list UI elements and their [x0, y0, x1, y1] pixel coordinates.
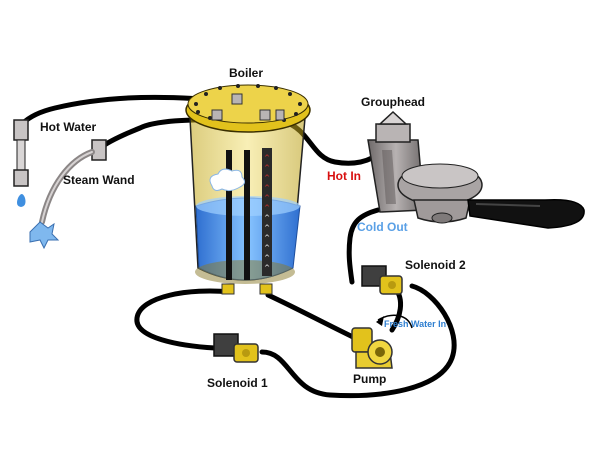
- pump: [351, 314, 413, 369]
- svg-text:^: ^: [264, 264, 270, 272]
- svg-text:^: ^: [264, 234, 270, 242]
- label-steam-wand: Steam Wand: [63, 173, 135, 187]
- steam-wand: [29, 139, 107, 250]
- hose-cold-out: [346, 207, 381, 285]
- steam-burst-icon: [29, 221, 60, 250]
- label-fresh-water-in: Fresh Water In: [384, 319, 447, 329]
- svg-text:^: ^: [264, 174, 270, 182]
- svg-text:^: ^: [264, 254, 270, 262]
- label-hot-water: Hot Water: [40, 120, 97, 134]
- hose-boiler-to-solenoid1: [134, 288, 233, 351]
- svg-text:^: ^: [264, 214, 270, 222]
- label-solenoid-1: Solenoid 1: [207, 376, 268, 390]
- heating-element: [262, 148, 272, 276]
- steam-puff: [209, 168, 246, 192]
- water-drop-icon: [17, 194, 26, 207]
- solenoid-2: [361, 265, 403, 295]
- svg-text:^: ^: [264, 224, 270, 232]
- svg-text:^: ^: [264, 184, 270, 192]
- svg-text:^: ^: [264, 204, 270, 212]
- hot-water-tap: [13, 119, 29, 207]
- hose-solenoid1-pump-loop: [259, 283, 457, 399]
- label-cold-out: Cold Out: [357, 220, 408, 234]
- hose-boiler-to-pump: [265, 292, 358, 341]
- svg-text:^: ^: [264, 194, 270, 202]
- hose-hot-water: [19, 94, 238, 127]
- grouphead: [367, 110, 585, 229]
- boiler: ^ ^ ^ ^ ^ ^ ^ ^ ^ ^ ^ ^: [185, 84, 311, 295]
- solenoid-1: [213, 333, 259, 363]
- svg-text:^: ^: [264, 154, 270, 162]
- label-boiler: Boiler: [229, 66, 264, 80]
- svg-text:^: ^: [264, 164, 270, 172]
- portafilter-handle: [467, 198, 585, 229]
- label-grouphead: Grouphead: [361, 95, 426, 109]
- label-hot-in: Hot In: [327, 169, 361, 183]
- label-solenoid-2: Solenoid 2: [405, 258, 466, 272]
- svg-text:^: ^: [264, 244, 270, 252]
- label-pump: Pump: [353, 372, 387, 386]
